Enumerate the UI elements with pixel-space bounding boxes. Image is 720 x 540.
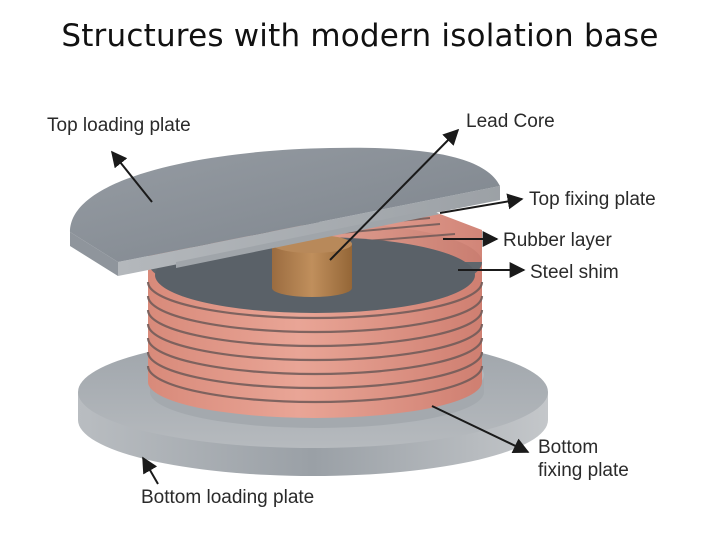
arrow-top-loading-plate <box>111 150 153 203</box>
label-bottom-loading-plate: Bottom loading plate <box>141 487 315 508</box>
label-top-loading-plate: Top loading plate <box>47 115 191 136</box>
arrow-lead-core <box>329 128 460 261</box>
label-bottom-fixing-plate-line1: Bottom <box>538 437 599 458</box>
label-steel-shim: Steel shim <box>530 262 619 283</box>
label-rubber-layer: Rubber layer <box>503 230 612 251</box>
leader-arrows <box>111 128 530 485</box>
label-top-fixing-plate: Top fixing plate <box>529 189 656 210</box>
label-lead-core: Lead Core <box>466 111 555 132</box>
label-bottom-fixing-plate: Bottom fixing plate <box>538 436 658 482</box>
arrow-bottom-fixing-plate <box>431 405 530 453</box>
top-loading-plate <box>70 147 500 276</box>
slide-title: Structures with modern isolation base <box>61 18 659 54</box>
arrow-bottom-loading-plate <box>142 456 159 485</box>
label-bottom-fixing-plate-line2: fixing plate <box>538 460 629 481</box>
arrow-top-fixing-plate <box>439 193 524 214</box>
